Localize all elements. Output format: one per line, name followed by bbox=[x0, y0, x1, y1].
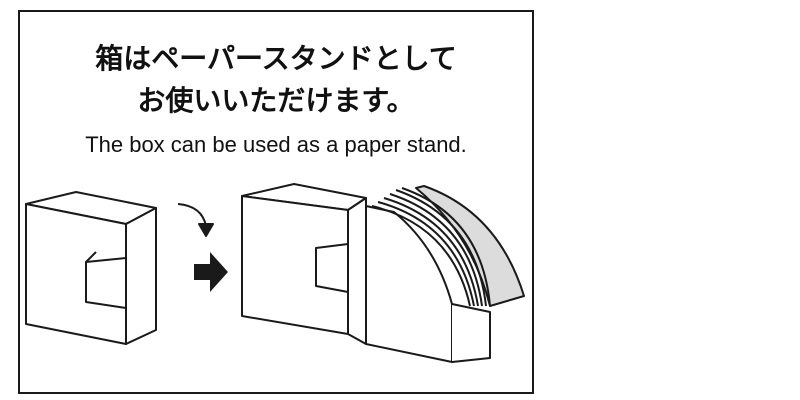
closed-box-drawing bbox=[25, 191, 157, 345]
filter-paper-layer bbox=[395, 189, 487, 307]
paper-stand-illustration bbox=[25, 183, 525, 363]
stand-box-cutout bbox=[315, 243, 349, 293]
heading-japanese-line2: お使いいただけます。 bbox=[137, 84, 415, 117]
instruction-panel: 箱はペーパースタンドとして お使いいただけます。 The box can be … bbox=[18, 10, 534, 394]
box-with-paper-stand-drawing bbox=[241, 183, 525, 363]
next-step-arrow-icon bbox=[194, 252, 228, 292]
stand-box-side-face bbox=[347, 197, 367, 345]
box-side-face bbox=[125, 207, 157, 345]
rotate-arrow-icon bbox=[177, 203, 214, 237]
stand-tray-end bbox=[451, 303, 491, 363]
filter-paper-layer bbox=[371, 205, 471, 307]
filter-paper-layer bbox=[389, 193, 483, 307]
heading-japanese-line1: 箱はペーパースタンドとして bbox=[95, 42, 457, 75]
cutout-edge bbox=[85, 251, 97, 263]
filter-paper-layer bbox=[383, 197, 479, 307]
filter-paper-layer bbox=[377, 201, 475, 307]
box-cutout bbox=[85, 257, 127, 309]
heading-english: The box can be used as a paper stand. bbox=[85, 132, 467, 157]
filter-paper-layer bbox=[401, 187, 491, 307]
